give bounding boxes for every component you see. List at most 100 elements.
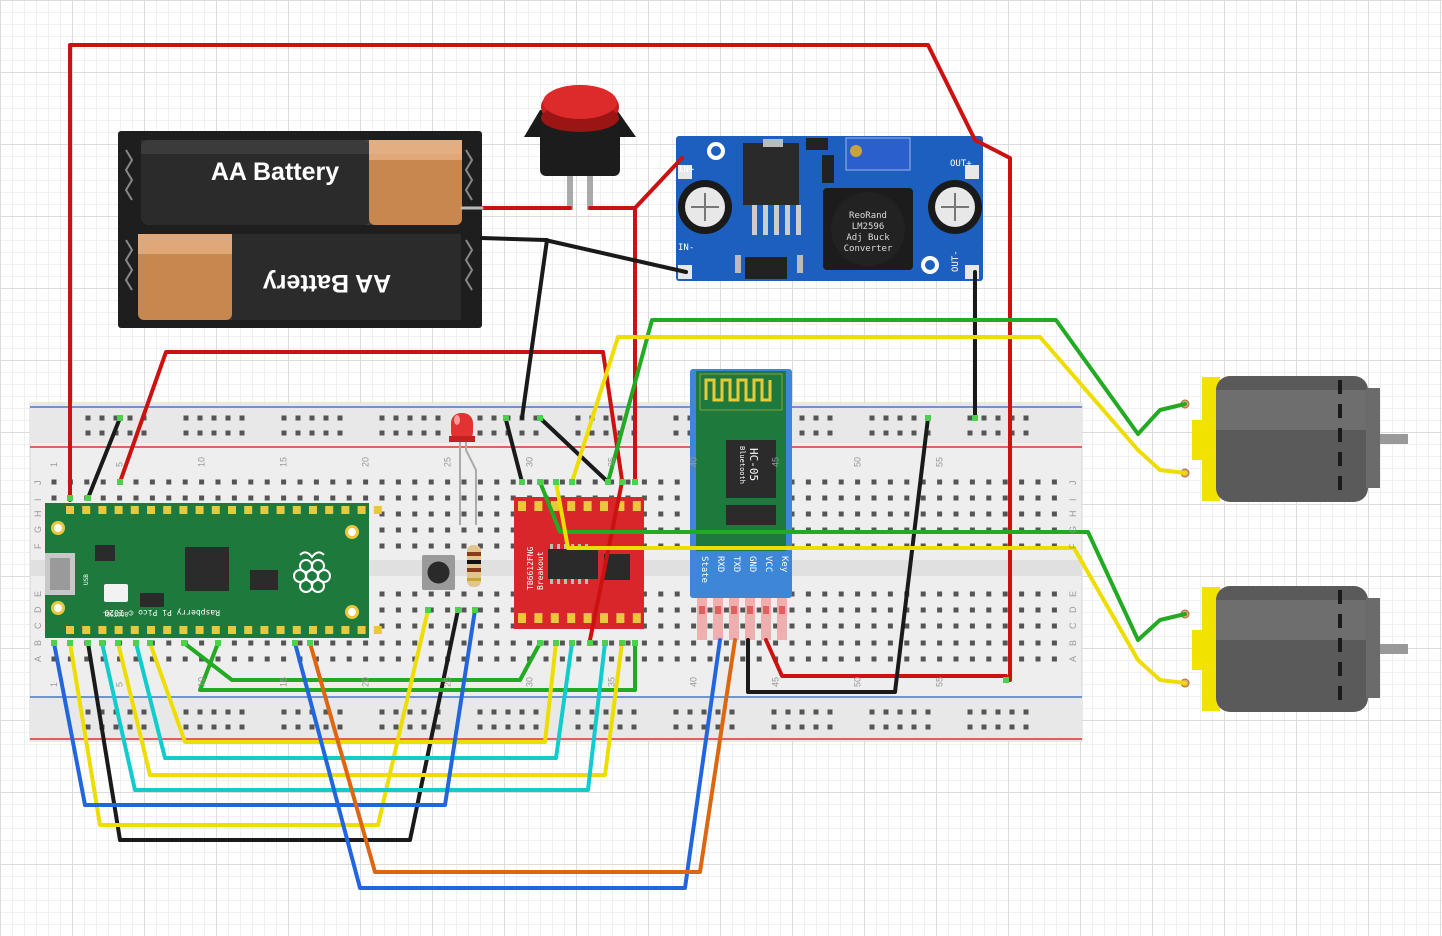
bb-col-number-top: 1: [49, 462, 59, 467]
wire-endpoint: [569, 640, 575, 646]
wire-black-hc-gnd: [746, 416, 930, 694]
bb-col-number-top: 45: [771, 457, 781, 467]
wire-red-vsys: [68, 43, 1012, 682]
wire-cyan-2: [100, 641, 607, 792]
bb-col-number-bottom: 10: [197, 677, 207, 687]
wire-endpoint: [133, 640, 139, 646]
wire-green-motor-a: [606, 318, 1187, 484]
wire-endpoint: [455, 607, 461, 613]
bb-col-number-bottom: 35: [607, 677, 617, 687]
breadboard: [29, 402, 1083, 742]
wire-endpoint: [115, 640, 121, 646]
hc05-pin-txd: TXD: [731, 556, 741, 572]
wire-yellow-3: [68, 608, 430, 827]
bb-col-number-bottom: 50: [853, 677, 863, 687]
bb-row-letter: G: [1068, 526, 1078, 533]
wire-endpoint: [85, 640, 91, 646]
raspberry-pi-pico: Raspberry Pi Pico © 2020 BOOTSEL USB: [45, 503, 382, 638]
wire-black-sw: [86, 608, 460, 842]
buck-line2: LM2596: [852, 222, 885, 232]
hc05-pin-state: State: [699, 556, 709, 583]
wire-black-drv1: [504, 418, 524, 484]
wire-endpoint: [67, 640, 73, 646]
bb-col-number-bottom: 40: [689, 677, 699, 687]
hc05-title: HC-05: [747, 448, 760, 481]
bb-row-letter: H: [1068, 511, 1078, 518]
wire-endpoint: [632, 640, 638, 646]
wires: [52, 43, 1187, 890]
bb-row-letter: B: [1068, 640, 1078, 646]
wire-endpoint: [472, 607, 478, 613]
bb-row-letter: I: [1068, 498, 1078, 501]
bb-row-letter: D: [1068, 606, 1078, 613]
wire-green-pwm: [198, 641, 637, 692]
battery-holder: AA Battery AA Battery: [118, 131, 482, 328]
wire-yellow-motor-b: [554, 480, 1187, 685]
wire-endpoint: [99, 640, 105, 646]
wire-endpoint: [117, 415, 123, 421]
wire-endpoint: [147, 640, 153, 646]
buck-line4: Converter: [844, 244, 893, 254]
bb-row-letter: H: [33, 511, 43, 518]
wire-yellow-2: [116, 641, 624, 777]
led-icon: [449, 413, 477, 525]
wire-endpoint: [537, 415, 543, 421]
bb-col-number-bottom: 15: [279, 677, 289, 687]
bb-col-number-top: 30: [525, 457, 535, 467]
wire-endpoint: [569, 479, 575, 485]
bb-col-number-top: 25: [443, 457, 453, 467]
wire-red-vcc: [764, 638, 1008, 678]
hc05-pin-labels: State RXD TXD GND VCC Key: [699, 556, 789, 583]
bb-col-number-top: 50: [853, 457, 863, 467]
bb-col-number-bottom: 1: [49, 682, 59, 687]
wire-endpoint: [537, 479, 543, 485]
wire-endpoint: [425, 607, 431, 613]
bb-row-letter: J: [1068, 481, 1078, 486]
bb-row-letter: C: [1068, 622, 1078, 629]
wire-endpoint: [181, 640, 187, 646]
wire-endpoint: [619, 479, 625, 485]
wire-endpoint: [972, 415, 978, 421]
wire-endpoint: [619, 640, 625, 646]
bb-col-number-top: 35: [607, 457, 617, 467]
wire-green-stby: [182, 641, 542, 682]
bb-col-number-top: 55: [935, 457, 945, 467]
wire-endpoint: [1003, 677, 1009, 683]
bb-col-number-bottom: 55: [935, 677, 945, 687]
buck-out-plus: OUT+: [950, 159, 972, 169]
wire-endpoint: [519, 479, 525, 485]
bb-row-letter: J: [33, 481, 43, 486]
antenna-icon: [704, 378, 772, 402]
wire-endpoint: [215, 640, 221, 646]
aa-battery-bottom: AA Battery: [138, 234, 461, 320]
wire-yellow-1: [148, 641, 558, 744]
wire-endpoint: [632, 479, 638, 485]
wire-green-motor-b: [538, 480, 1187, 642]
hc05-pin-key: Key: [779, 556, 789, 573]
bb-row-letter: B: [33, 640, 43, 646]
resistor-icon: [467, 545, 481, 587]
pico-usb: USB: [83, 574, 90, 585]
wire-orange: [308, 638, 737, 874]
wire-blue-2: [293, 638, 722, 890]
wire-cyan-1: [134, 641, 574, 760]
buck-converter: ReoRand LM2596 Adj Buck Converter IN+ IN…: [676, 136, 983, 281]
raspberry-logo-icon: [293, 551, 331, 593]
wire-black-bat-buck: [480, 236, 688, 274]
hc05-subtitle: Bluetooth: [738, 446, 746, 484]
wire-endpoint: [553, 479, 559, 485]
wire-blue-1: [52, 608, 477, 807]
bb-row-letter: C: [33, 622, 43, 629]
wire-endpoint: [67, 495, 73, 501]
wire-endpoint: [602, 640, 608, 646]
wire-endpoint: [587, 640, 593, 646]
wire-endpoint: [292, 640, 298, 646]
hc05-pin-vcc: VCC: [763, 556, 773, 572]
bb-col-number-bottom: 30: [525, 677, 535, 687]
tactile-switch-icon: [422, 555, 455, 590]
hc05-pin-gnd: GND: [747, 556, 757, 572]
wire-endpoint: [117, 479, 123, 485]
pico-bootsel: BOOTSEL: [102, 610, 128, 617]
bb-row-letter: I: [33, 498, 43, 501]
bb-col-number-top: 5: [115, 462, 125, 467]
